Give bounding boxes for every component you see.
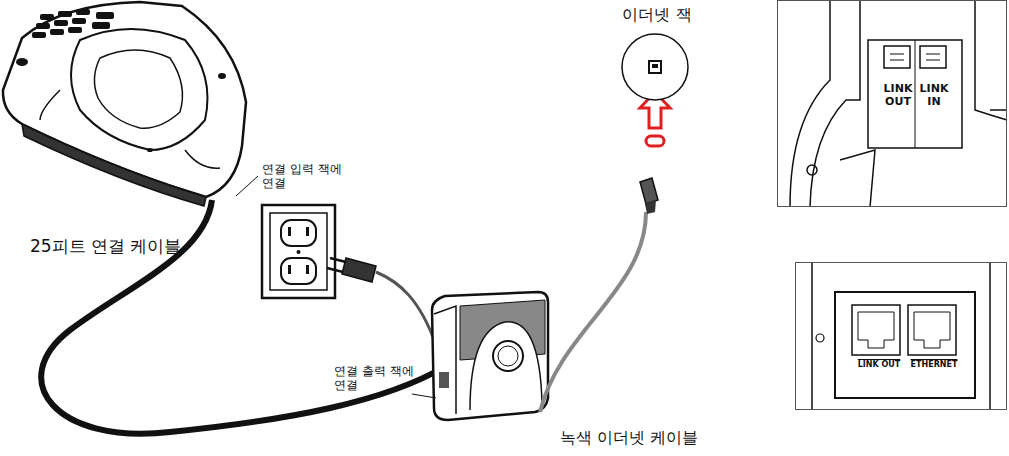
leader-line <box>236 176 258 196</box>
port-inset: LINK OUTETHERNET <box>795 262 1007 410</box>
key <box>54 20 68 26</box>
housing-edge <box>812 262 990 410</box>
jack-socket <box>649 61 661 73</box>
port-panel <box>835 292 975 398</box>
power-cord <box>376 272 436 345</box>
microphone <box>147 148 153 152</box>
key <box>40 14 54 20</box>
screw <box>297 250 301 254</box>
device-edge <box>840 0 1007 207</box>
power-plug <box>342 258 376 282</box>
wall-outlet <box>262 205 335 298</box>
key <box>50 29 64 35</box>
receptacle <box>281 220 316 246</box>
outlet-plate <box>270 213 327 290</box>
key <box>58 11 72 17</box>
ethernet-cable <box>540 212 646 412</box>
jack-circle <box>622 34 688 100</box>
callout-label: 연결 출력 잭에 연결 <box>334 364 416 393</box>
receptacle-slots <box>288 227 309 274</box>
motion-mark <box>646 136 664 146</box>
jack-outline <box>619 31 691 103</box>
slot <box>288 227 291 236</box>
speakerphone-body <box>3 2 246 197</box>
module-button <box>498 346 518 366</box>
node-text: LINK OUT <box>851 360 907 369</box>
leader-line <box>412 394 436 398</box>
link-out-socket <box>884 46 910 68</box>
slot <box>306 265 309 274</box>
key <box>32 32 46 38</box>
speakerphone-top <box>71 29 208 150</box>
link-in-socket <box>920 46 946 68</box>
ethernet-jack: 이더넷 잭 <box>612 6 698 110</box>
key <box>36 23 50 29</box>
keypad <box>16 9 226 152</box>
module-led <box>439 372 449 388</box>
callout-label: 연결 입력 잭에 연결 <box>262 162 352 191</box>
slot <box>288 265 291 274</box>
module-button <box>493 341 523 371</box>
key <box>92 22 110 29</box>
node-text: ETHERNET <box>906 360 962 369</box>
speaker-grille <box>94 50 182 128</box>
cable-label: 녹색 이더넷 케이블 <box>560 428 730 447</box>
mute-button <box>16 58 28 66</box>
cable-label: 25피트 연결 케이블 <box>30 236 220 256</box>
screw-hole <box>807 165 817 175</box>
link-cable <box>41 200 446 434</box>
plug-boot <box>645 200 656 214</box>
node-text: LINK IN <box>917 83 951 108</box>
key <box>76 9 90 15</box>
power-module <box>432 292 548 420</box>
key <box>72 18 86 24</box>
module-arch <box>470 322 542 410</box>
node-text: LINK OUT <box>881 83 915 108</box>
receptacle <box>281 258 316 284</box>
link-jack-inset: LINK OUTLINK IN <box>777 0 1007 207</box>
node-text: 이더넷 잭 <box>614 6 700 24</box>
screw-hole <box>816 334 824 342</box>
module-side <box>434 306 456 414</box>
device-corner <box>790 0 860 207</box>
speakerphone-contour <box>40 90 220 168</box>
jack-contacts <box>652 64 658 68</box>
slot <box>306 227 309 236</box>
key <box>68 27 82 33</box>
key <box>96 12 114 19</box>
ethernet-plug <box>640 178 658 204</box>
connector-block <box>868 40 962 148</box>
plug-prongs <box>327 258 346 272</box>
led <box>218 73 226 79</box>
port-outline <box>858 312 950 348</box>
